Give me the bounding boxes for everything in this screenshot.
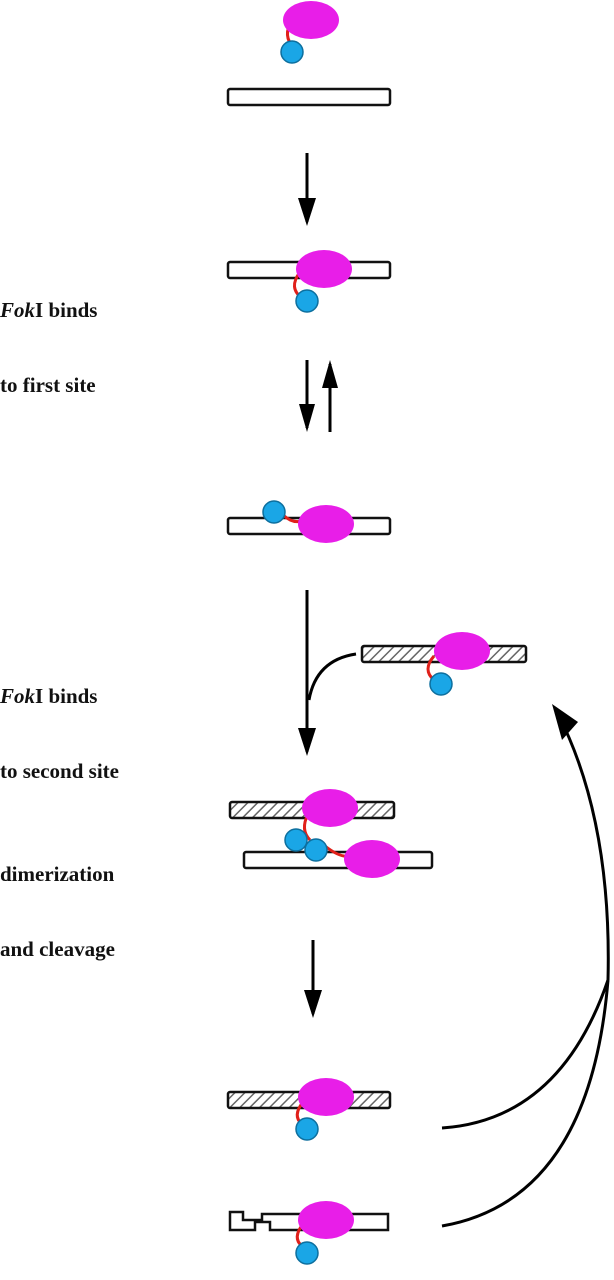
label-line2: and cleavage <box>0 937 115 961</box>
label-suffix: I binds <box>35 684 98 708</box>
enzyme-name: Fok <box>0 298 36 322</box>
label-second-site: FokI binds to second site <box>0 634 119 834</box>
cleavage-domain <box>298 505 354 543</box>
arrow-step-2 <box>298 590 357 756</box>
label-suffix: I binds <box>35 298 98 322</box>
cleavage-domain <box>302 789 358 827</box>
cleavage-domain <box>344 840 400 878</box>
arrow-step-1 <box>298 153 316 226</box>
stage-bound-open <box>226 500 392 543</box>
stage-product-cut <box>228 1201 390 1265</box>
recognition-domain <box>304 838 328 862</box>
stage-product-hatched <box>226 1078 392 1141</box>
stage-bound-first-site <box>226 250 392 313</box>
label-dimerization: dimerization and cleavage <box>0 812 115 1012</box>
recognition-domain <box>429 672 453 696</box>
arrow-equilibrium <box>299 360 338 432</box>
recognition-domain <box>284 828 308 852</box>
cleavage-domain <box>298 1201 354 1239</box>
label-line2: to first site <box>0 373 96 397</box>
label-line2: to second site <box>0 759 119 783</box>
cleavage-domain <box>296 250 352 288</box>
recognition-domain <box>262 500 286 524</box>
recognition-domain <box>280 40 304 64</box>
cleavage-domain <box>298 1078 354 1116</box>
dna-site-plain <box>226 87 392 107</box>
stage-second-site-complex <box>360 632 528 696</box>
cleavage-domain <box>434 632 490 670</box>
arrow-recycle <box>441 704 610 1228</box>
enzyme-name: Fok <box>0 684 36 708</box>
label-line1: dimerization <box>0 862 115 886</box>
recognition-domain <box>295 289 319 313</box>
recognition-domain <box>295 1117 319 1141</box>
stage-dimerization <box>228 789 434 878</box>
arrow-step-3 <box>304 940 322 1018</box>
cleavage-domain <box>283 1 339 39</box>
stage-free-enzyme <box>226 1 392 107</box>
label-first-site: FokI binds to first site <box>0 248 97 448</box>
recognition-domain <box>295 1241 319 1265</box>
